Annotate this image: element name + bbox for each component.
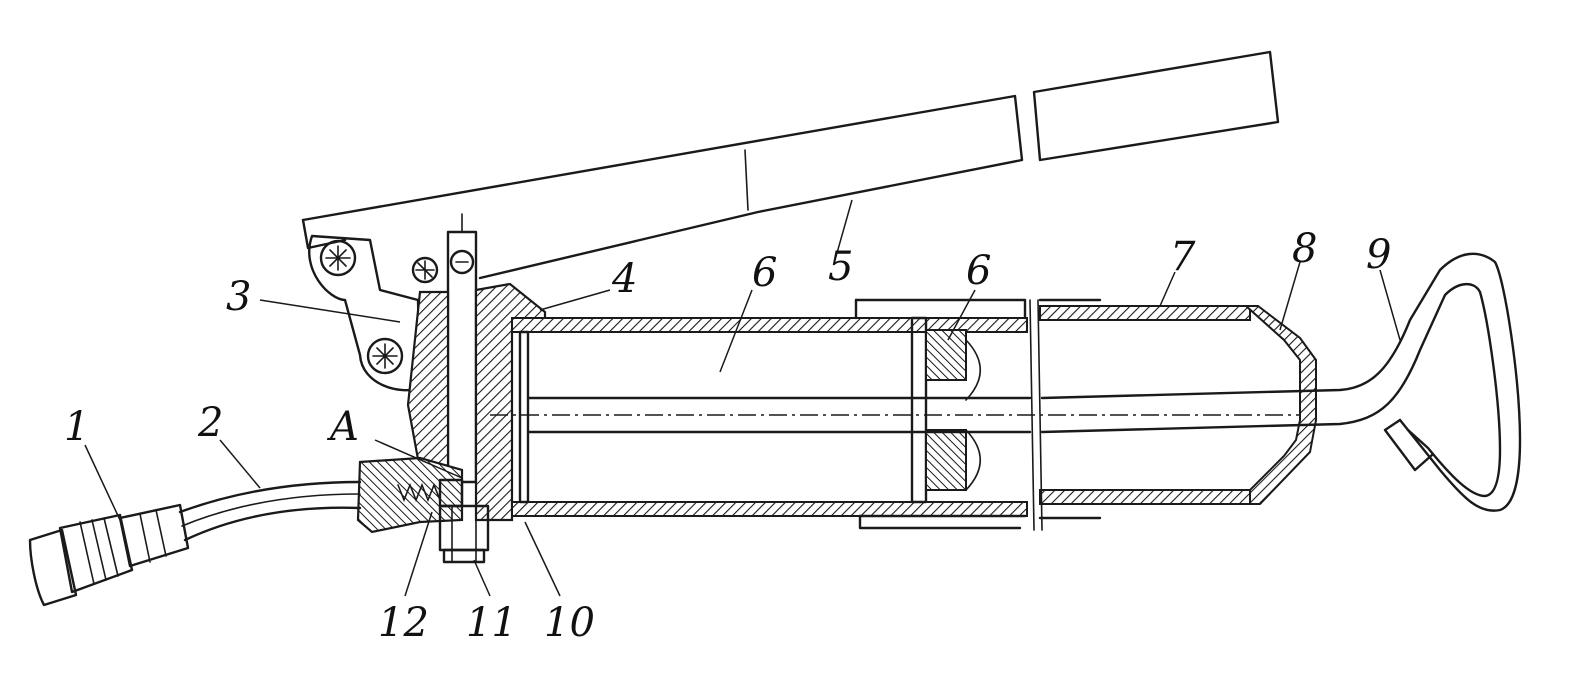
hose <box>178 480 362 542</box>
callout-2: 2 <box>197 400 223 446</box>
pull-rod <box>490 252 1522 512</box>
lever-handle <box>301 50 1280 280</box>
follower-piston <box>910 316 981 504</box>
end-cap <box>1243 305 1317 505</box>
callout-11: 11 <box>466 600 517 646</box>
callout-8: 8 <box>1292 226 1317 272</box>
coupler-nozzle <box>28 503 190 607</box>
callout-A: A <box>326 404 359 450</box>
callout-5: 5 <box>828 244 853 290</box>
callout-6-piston: 6 <box>966 248 991 294</box>
callout-3: 3 <box>226 274 251 320</box>
bleed-screw <box>438 504 490 564</box>
callout-labels: 1 2 3 4 5 6 6 7 8 9 A 10 11 12 <box>64 226 1391 646</box>
callout-1: 1 <box>64 404 89 450</box>
callout-9: 9 <box>1366 232 1391 278</box>
callout-12: 12 <box>378 600 429 646</box>
callout-7: 7 <box>1170 234 1196 280</box>
callout-10: 10 <box>544 600 595 646</box>
leader-lines <box>84 199 1401 597</box>
barrel <box>511 298 1028 530</box>
plunger-rod <box>446 213 478 484</box>
pump-head <box>356 282 547 534</box>
callout-6-barrel: 6 <box>752 250 777 296</box>
callout-4: 4 <box>611 256 637 302</box>
